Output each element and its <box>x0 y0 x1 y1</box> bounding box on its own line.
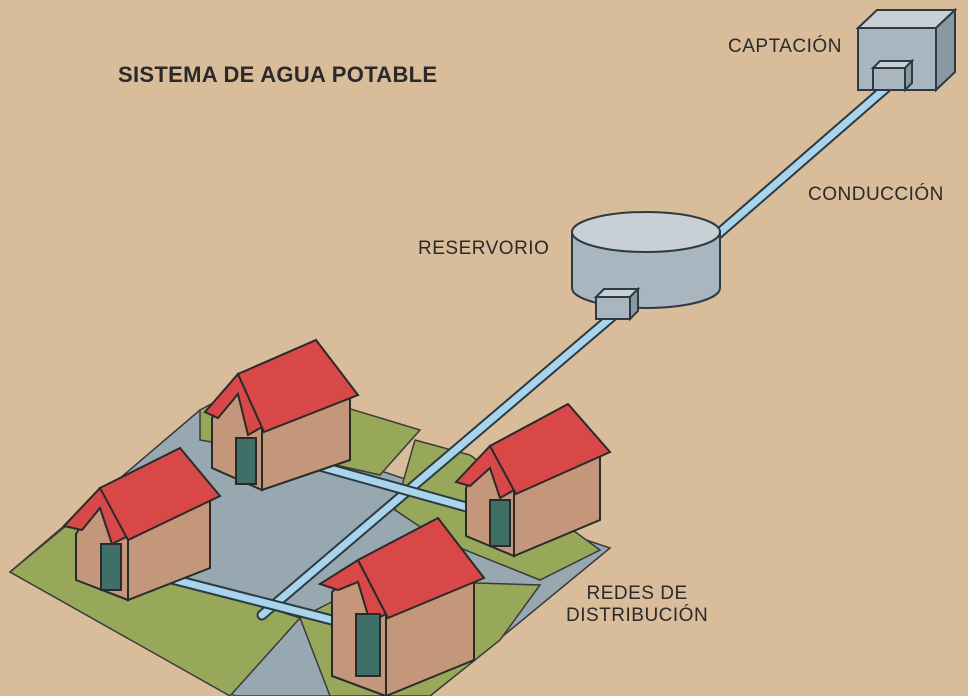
label-redes-line1: REDES DE <box>586 583 688 604</box>
label-captacion: CAPTACIÓN <box>728 36 842 57</box>
label-conduccion: CONDUCCIÓN <box>808 184 944 205</box>
house-bottom-right <box>317 516 486 696</box>
pipes <box>154 82 892 626</box>
house-bottom-left <box>62 446 222 602</box>
reservorio-tank <box>571 211 721 322</box>
label-reservorio: RESERVORIO <box>418 238 550 259</box>
captacion-structure <box>855 7 958 93</box>
house-top-left <box>203 338 360 492</box>
label-redes-line2: DISTRIBUCIÓN <box>566 605 709 626</box>
page-title: SISTEMA DE AGUA POTABLE <box>118 62 438 87</box>
label-redes-distribucion: REDES DE DISTRIBUCIÓN <box>566 583 708 627</box>
house-right <box>454 402 612 558</box>
